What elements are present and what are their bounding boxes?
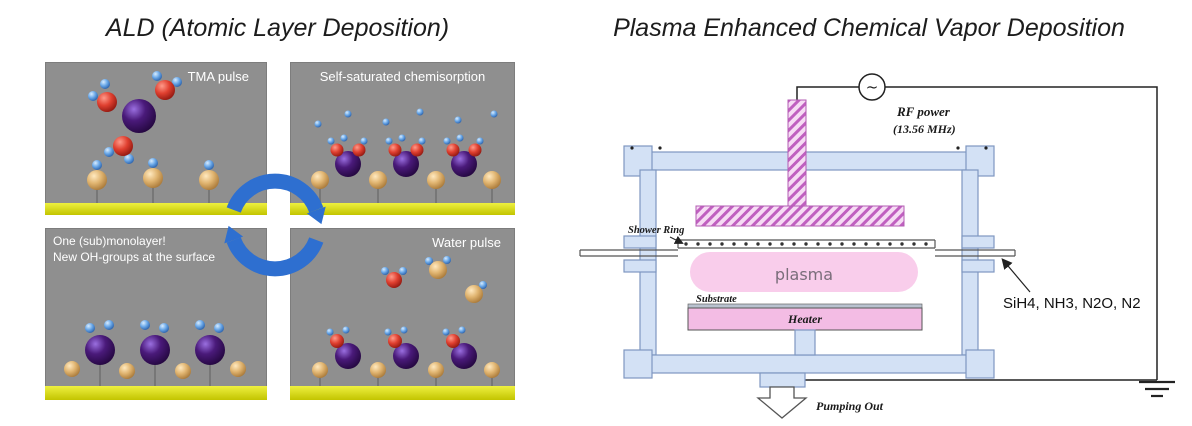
substrate-label: Substrate	[696, 294, 737, 305]
substrate-strip	[45, 386, 267, 400]
surface-oh-groups	[87, 158, 219, 204]
molecule-scene-water	[290, 256, 515, 400]
panel-label-monolayer: One (sub)monolayer! New OH-groups at the…	[53, 234, 215, 265]
molecule-scene-chemisorption	[290, 108, 515, 215]
gas-inlet-arrow-icon	[1001, 258, 1031, 293]
substrate-strip	[290, 386, 515, 400]
surface-layer	[312, 326, 500, 388]
ald-panel-monolayer: One (sub)monolayer! New OH-groups at the…	[45, 228, 267, 400]
molecule-scene-monolayer	[45, 320, 267, 400]
rf-wiring	[796, 86, 1158, 381]
heater-stem	[794, 329, 816, 356]
ground-icon	[1139, 380, 1175, 398]
pumping-out-label: Pumping Out	[816, 399, 884, 413]
panel-label-water: Water pulse	[432, 235, 501, 250]
rf-freq-label: (13.56 MHz)	[893, 122, 956, 136]
shower-ring	[677, 239, 936, 249]
ald-title: ALD (Atomic Layer Deposition)	[105, 14, 450, 42]
ald-panel-tma-pulse: TMA pulse	[45, 62, 267, 215]
substrate-strip	[45, 203, 267, 215]
incoming-water	[381, 267, 407, 288]
monolayer	[64, 320, 246, 386]
shower-ring-holes	[684, 242, 928, 246]
surface-layer	[311, 134, 501, 204]
panel-label-tma: TMA pulse	[187, 69, 249, 84]
ald-cycle-arrows-icon	[224, 173, 326, 277]
heater-label: Heater	[787, 312, 822, 326]
chamber-body	[623, 145, 995, 388]
gas-list-label: SiH4, NH3, N2O, N2	[1003, 295, 1141, 312]
pump-arrow-icon	[756, 386, 808, 419]
plasma-region	[690, 252, 918, 292]
ald-panel-chemisorption: Self-saturated chemisorption	[290, 62, 515, 215]
plasma-label: plasma	[775, 265, 833, 284]
ac-source-icon	[858, 73, 886, 101]
tma-molecule	[88, 71, 182, 164]
panel-label-monolayer-line2: New OH-groups at the surface	[53, 249, 216, 264]
leaving-methane	[425, 256, 487, 303]
ac-symbol: ~	[866, 78, 879, 96]
substrate-plate	[687, 303, 923, 309]
rf-source: ~ RF power (13.56 MHz)	[858, 73, 956, 136]
panel-label-monolayer-line1: One (sub)monolayer!	[53, 234, 166, 248]
shower-ring-pointer-icon	[669, 235, 684, 244]
rf-electrode	[695, 99, 905, 227]
rf-power-label: RF power	[896, 104, 951, 119]
free-hydrogens	[314, 108, 498, 128]
gas-inlet-tubes	[579, 249, 1016, 257]
ald-panel-water-pulse: Water pulse	[290, 228, 515, 400]
shower-ring-label: Shower Ring	[628, 225, 684, 236]
pecvd-schematic: ~ RF power (13.56 MHz)	[579, 73, 1175, 419]
substrate-strip	[290, 203, 515, 215]
pecvd-title: Plasma Enhanced Chemical Vapor Depositio…	[613, 14, 1125, 42]
panel-label-chemisorption: Self-saturated chemisorption	[319, 69, 486, 84]
molecule-scene-tma	[45, 71, 267, 215]
